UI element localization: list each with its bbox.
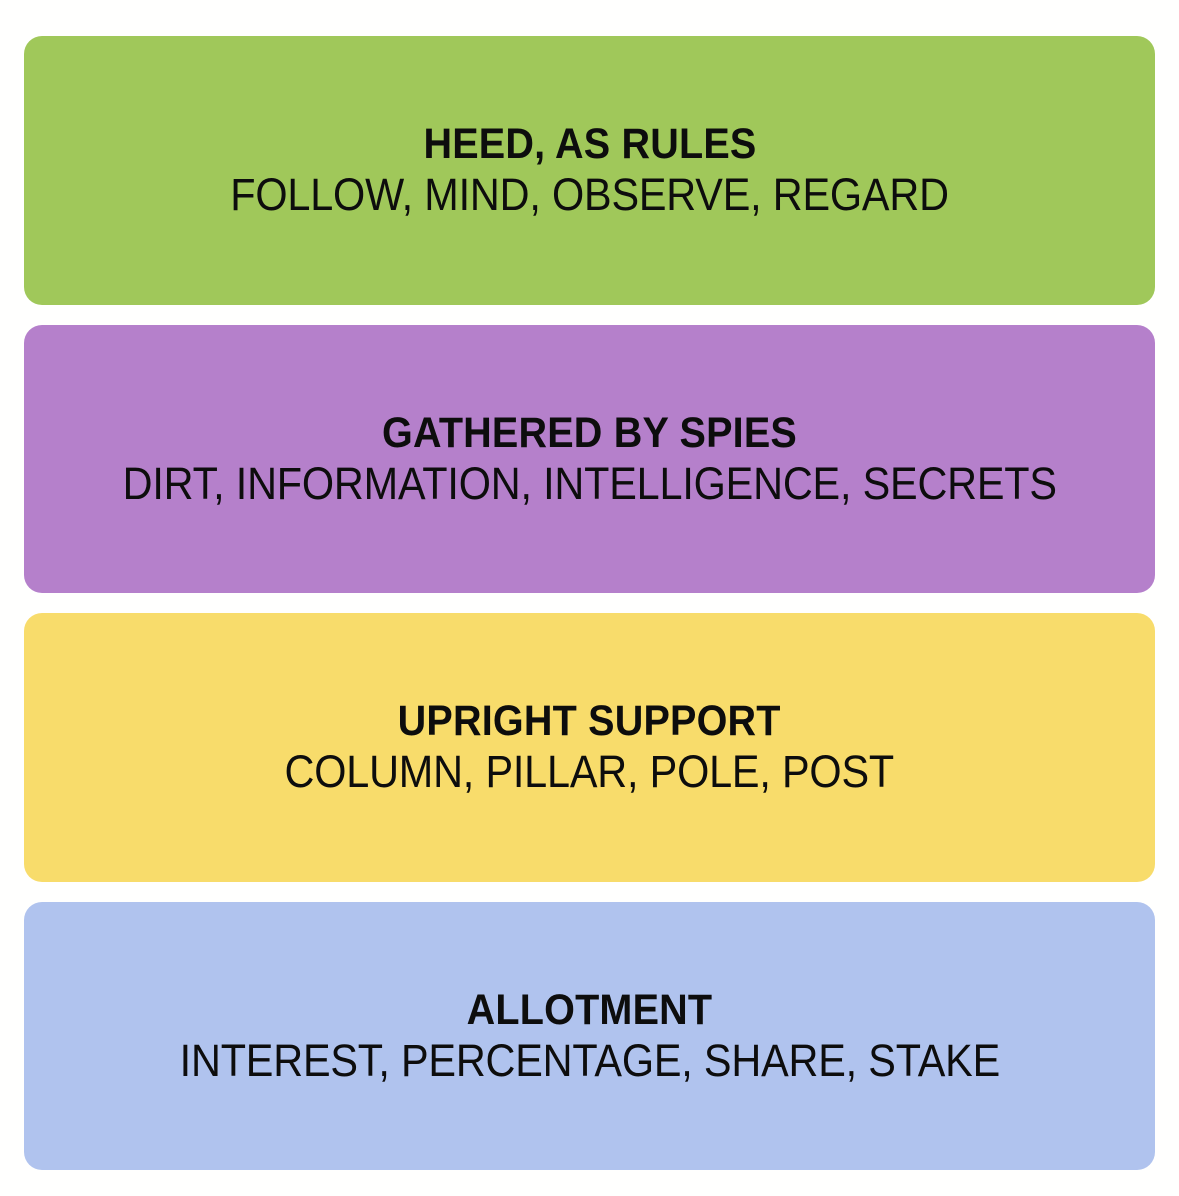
group-members: INTEREST, PERCENTAGE, SHARE, STAKE — [179, 1034, 1000, 1086]
group-members: FOLLOW, MIND, OBSERVE, REGARD — [230, 169, 949, 221]
group-tile-blue[interactable]: ALLOTMENT INTEREST, PERCENTAGE, SHARE, S… — [24, 901, 1155, 1170]
group-title: GATHERED BY SPIES — [382, 408, 797, 457]
group-members: DIRT, INFORMATION, INTELLIGENCE, SECRETS — [122, 457, 1057, 509]
group-title: UPRIGHT SUPPORT — [397, 697, 782, 746]
group-title: HEED, AS RULES — [422, 120, 757, 169]
group-tile-yellow[interactable]: UPRIGHT SUPPORT COLUMN, PILLAR, POLE, PO… — [24, 613, 1155, 882]
group-tile-green[interactable]: HEED, AS RULES FOLLOW, MIND, OBSERVE, RE… — [24, 36, 1155, 305]
group-tile-purple[interactable]: GATHERED BY SPIES DIRT, INFORMATION, INT… — [24, 324, 1155, 593]
group-members: COLUMN, PILLAR, POLE, POST — [284, 746, 895, 798]
group-title: ALLOTMENT — [466, 985, 713, 1034]
